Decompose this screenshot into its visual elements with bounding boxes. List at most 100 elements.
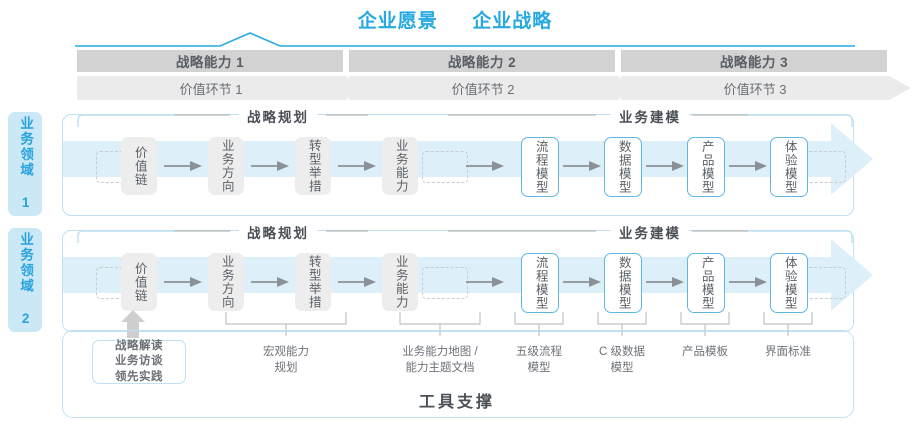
annotation-five-level-process: 五级流程 模型	[516, 345, 562, 376]
node-business-direction-2-label: 业务方向	[219, 255, 234, 309]
annotation-strategy-box[interactable]: 战略解读 业务访谈 领先实践	[92, 340, 186, 384]
section-title-planning-2: 战略规划	[239, 222, 317, 242]
value-chain-3-label: 价值环节 3	[723, 81, 787, 97]
value-chain-2-label: 价值环节 2	[451, 81, 515, 97]
chevron-shape-1	[77, 76, 367, 100]
tool-support-title: 工具支撑	[418, 394, 495, 411]
arrow-icon-2e	[563, 277, 601, 287]
annotation-five-level-process-line2: 模型	[527, 361, 551, 374]
capability-bar-2[interactable]: 战略能力 2	[349, 50, 615, 72]
node-experience-model-2[interactable]: 体验模型	[770, 253, 808, 313]
arrow-icon-1f	[646, 161, 684, 171]
annotation-strategy-line2: 业务访谈	[115, 355, 163, 368]
arrow-icon-1d	[466, 161, 504, 171]
capability-bar-1-label: 战略能力 1	[175, 55, 245, 70]
annotation-macro-capability: 宏观能力 规划	[263, 345, 309, 376]
title-vision: 企业愿景	[357, 11, 438, 32]
node-data-model-1[interactable]: 数据模型	[604, 137, 642, 197]
annotation-macro-capability-line1: 宏观能力	[263, 346, 309, 358]
placeholder-mid-1	[422, 151, 468, 183]
node-process-model-2-label: 流程模型	[533, 256, 548, 310]
arrow-icon-1b	[251, 161, 289, 171]
domain-row-1	[62, 114, 873, 216]
node-business-capability-1-label: 业务能力	[393, 139, 408, 193]
node-business-capability-2[interactable]: 业务能力	[382, 253, 418, 311]
arrow-icon-2d	[466, 277, 504, 287]
node-value-chain-1[interactable]: 价值链	[121, 137, 157, 195]
node-product-model-1[interactable]: 产品模型	[687, 137, 725, 197]
annotation-capability-map-line1: 业务能力地图 /	[402, 346, 478, 358]
node-data-model-2-label: 数据模型	[616, 256, 631, 310]
annotation-c-level-data-line1: C 级数据	[599, 346, 645, 358]
node-transformation-2-label: 转型举措	[306, 255, 321, 309]
node-data-model-2[interactable]: 数据模型	[604, 253, 642, 313]
peak-divider	[75, 32, 855, 47]
capability-bar-1[interactable]: 战略能力 1	[77, 50, 343, 72]
arrow-icon-2c	[338, 277, 376, 287]
annotation-ui-standard: 界面标准	[765, 345, 811, 361]
arrow-icon-2g	[729, 277, 767, 287]
domain-tab-1[interactable]: 业务领域 1	[8, 112, 42, 216]
node-process-model-1-label: 流程模型	[533, 140, 548, 194]
node-process-model-1[interactable]: 流程模型	[521, 137, 559, 197]
placeholder-mid-2	[422, 267, 468, 299]
arrow-icon-1c	[338, 161, 376, 171]
domain-tab-2[interactable]: 业务领域 2	[8, 228, 42, 332]
value-chain-2[interactable]: 价值环节 2	[349, 76, 639, 100]
capability-bar-3[interactable]: 战略能力 3	[621, 50, 887, 72]
flow-band-2	[63, 239, 873, 311]
node-data-model-1-label: 数据模型	[616, 140, 631, 194]
node-business-capability-2-label: 业务能力	[393, 255, 408, 309]
node-transformation-1[interactable]: 转型举措	[295, 137, 331, 195]
node-experience-model-1[interactable]: 体验模型	[770, 137, 808, 197]
node-business-direction-1[interactable]: 业务方向	[208, 137, 244, 195]
node-value-chain-2[interactable]: 价值链	[121, 253, 157, 311]
arrow-icon-1e	[563, 161, 601, 171]
annotation-macro-capability-line2: 规划	[274, 361, 298, 374]
node-product-model-2[interactable]: 产品模型	[687, 253, 725, 313]
arrow-icon-2a	[164, 277, 202, 287]
flow-band-1	[63, 123, 873, 195]
section-frame-modeling-1	[448, 114, 853, 127]
value-chain-1[interactable]: 价值环节 1	[77, 76, 367, 100]
section-title-modeling-2: 业务建模	[611, 222, 689, 242]
arrow-icon-2f	[646, 277, 684, 287]
arrow-icon-1g	[729, 161, 767, 171]
annotation-c-level-data-line2: 模型	[610, 361, 634, 374]
tool-support-box	[62, 330, 854, 418]
node-product-model-1-label: 产品模型	[699, 140, 714, 194]
node-product-model-2-label: 产品模型	[699, 256, 714, 310]
title-spacer	[444, 11, 466, 33]
arrow-icon-2b	[251, 277, 289, 287]
arrow-icon-1a	[164, 161, 202, 171]
node-business-direction-2[interactable]: 业务方向	[208, 253, 244, 311]
annotation-ui-standard-line1: 界面标准	[765, 346, 811, 358]
annotation-c-level-data: C 级数据 模型	[599, 345, 645, 376]
node-experience-model-1-label: 体验模型	[782, 140, 797, 194]
node-business-capability-1[interactable]: 业务能力	[382, 137, 418, 195]
capability-bar-2-label: 战略能力 2	[447, 55, 517, 70]
annotation-five-level-process-line1: 五级流程	[516, 346, 562, 358]
title-strategy: 企业战略	[472, 11, 553, 32]
node-value-chain-2-label: 价值链	[132, 261, 147, 303]
annotation-strategy-line1: 战略解读	[115, 339, 163, 352]
node-value-chain-1-label: 价值链	[132, 145, 147, 187]
node-transformation-1-label: 转型举措	[306, 139, 321, 193]
node-process-model-2[interactable]: 流程模型	[521, 253, 559, 313]
value-chain-3[interactable]: 价值环节 3	[621, 76, 910, 100]
node-transformation-2[interactable]: 转型举措	[295, 253, 331, 311]
domain-tab-1-label: 业务领域 1	[18, 116, 34, 212]
node-experience-model-2-label: 体验模型	[782, 256, 797, 310]
annotation-capability-map: 业务能力地图 / 能力主题文档	[402, 345, 477, 376]
annotation-product-template-line1: 产品模板	[682, 346, 728, 358]
capability-bar-3-label: 战略能力 3	[719, 55, 789, 70]
section-frame-planning-1	[77, 114, 368, 127]
page-title: 企业愿景 企业战略	[0, 6, 910, 33]
chevron-shape-3	[621, 76, 910, 100]
section-frame-modeling-2	[448, 230, 853, 243]
value-chain-1-label: 价值环节 1	[179, 81, 243, 97]
section-title-planning-1: 战略规划	[239, 106, 317, 126]
domain-tab-2-label: 业务领域 2	[18, 232, 34, 328]
annotation-product-template: 产品模板	[682, 345, 728, 361]
